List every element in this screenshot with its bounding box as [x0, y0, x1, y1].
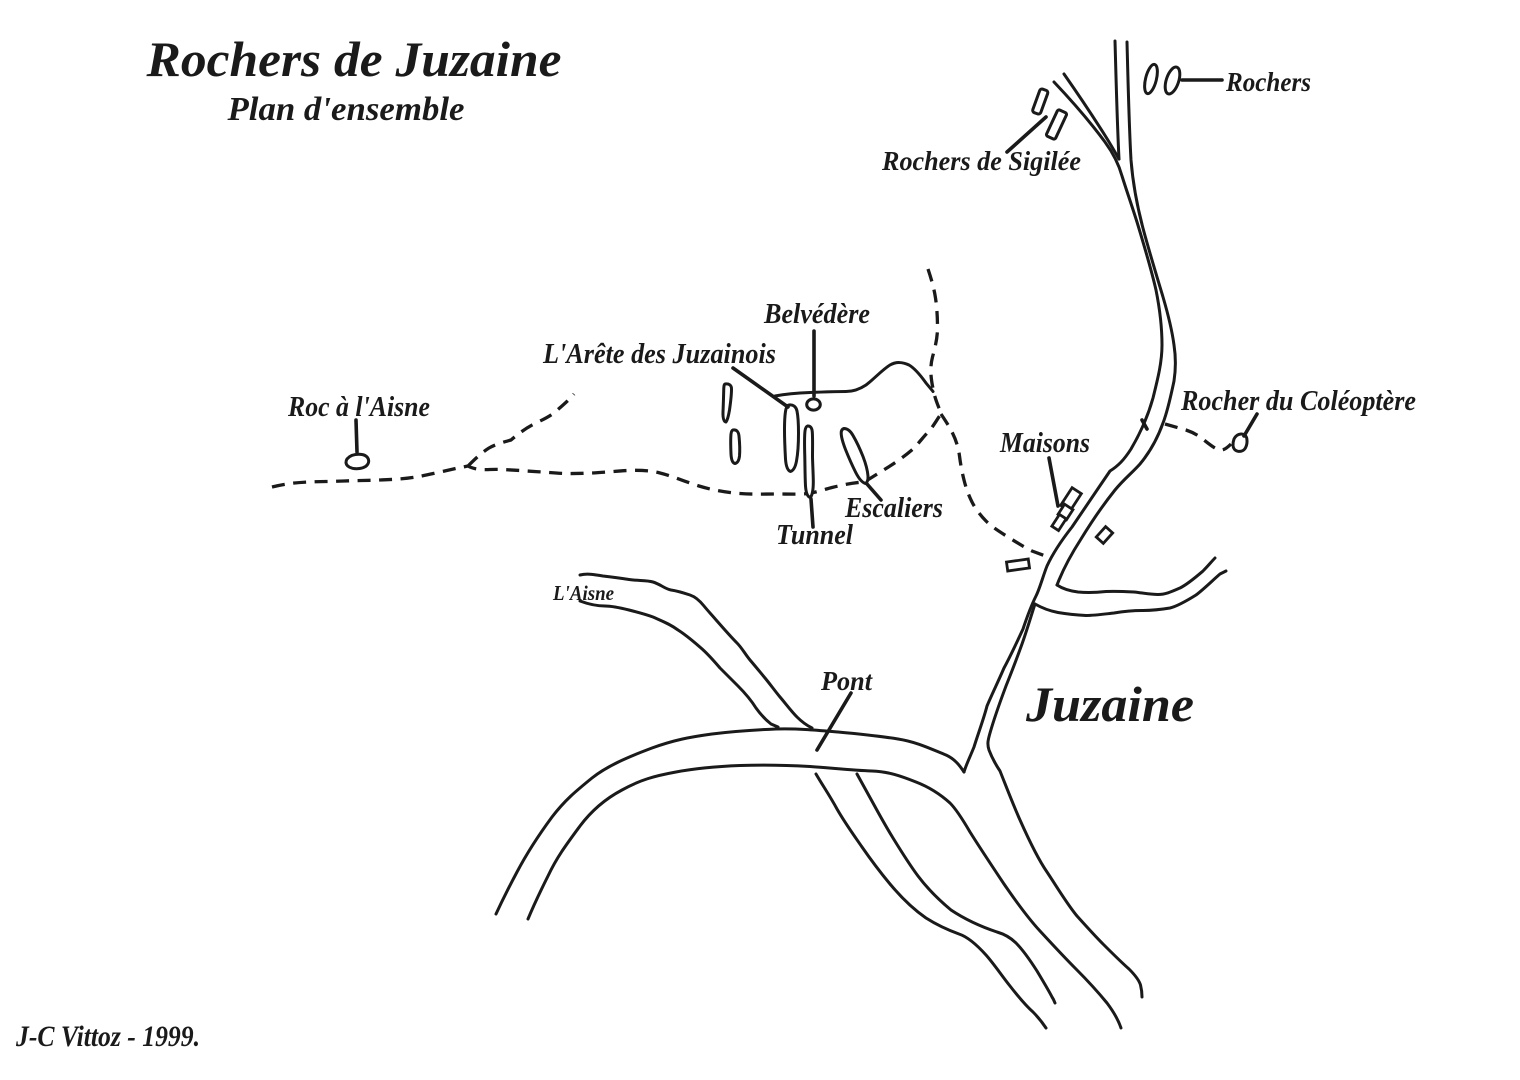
labels: Rochers de Juzaine Plan d'ensemble Roche… [15, 31, 1416, 1053]
label-rochers: Rochers [1225, 67, 1311, 97]
leader-lines [354, 78, 1259, 752]
trail-west-upper-fork [466, 392, 576, 468]
coleoptere-rock [1231, 432, 1249, 453]
house-lone-west [1004, 557, 1032, 573]
sigilee-rock-north [1031, 87, 1050, 116]
roc-a-laisne-rock [344, 452, 371, 471]
escaliers-leader [865, 482, 883, 502]
road-east-branch-upper-edge [1055, 556, 1217, 596]
arete-rock-main [783, 403, 800, 473]
road-main-east-edge-upper [1055, 40, 1177, 587]
trail-to-maisons [939, 413, 1049, 559]
river [578, 572, 1057, 1030]
arete-leader [731, 366, 790, 409]
road-main-west-edge [962, 80, 1164, 774]
road-main-east-edge-lower [986, 602, 1144, 999]
maisons-leader [1047, 456, 1060, 508]
coleoptere-leader [1242, 412, 1259, 438]
river-lower-bank-nw [578, 599, 780, 729]
road-east-branch-lower-edge [1033, 569, 1228, 617]
label-rocher-du-coleoptere: Rocher du Coléoptère [1180, 386, 1416, 417]
label-tunnel: Tunnel [776, 520, 853, 551]
river-east-bank-se [855, 772, 1057, 1005]
river-upper-bank-nw [578, 572, 814, 730]
rocks [344, 62, 1249, 499]
label-belvedere: Belvédère [763, 299, 870, 330]
road-sigilee-branch-upper-edge [1062, 72, 1121, 161]
maisons-house-3 [1049, 512, 1069, 533]
roc-a-laisne-leader [354, 418, 359, 454]
roads [494, 39, 1228, 1030]
arete-rock-1 [721, 382, 733, 424]
map-credit: J-C Vittoz - 1999. [15, 1020, 200, 1053]
sigilee-leader [1005, 115, 1048, 154]
label-arete-des-juzainois: L'Arête des Juzainois [542, 339, 776, 370]
label-rochers-de-sigilee: Rochers de Sigilée [881, 146, 1081, 176]
map-subtitle: Plan d'ensemble [226, 91, 464, 128]
label-escaliers: Escaliers [844, 493, 943, 524]
map-title: Rochers de Juzaine [145, 31, 561, 87]
trail-north-south [926, 268, 943, 414]
houses [1004, 485, 1115, 573]
pont-leader [815, 691, 853, 752]
label-pont: Pont [820, 666, 873, 696]
trails [271, 268, 1233, 559]
road-west-upper-edge [494, 727, 966, 916]
tunnel-rock [803, 424, 815, 499]
house-east-of-road [1094, 524, 1115, 546]
road-west-lower-edge [526, 763, 1123, 1030]
label-roc-a-laisne: Roc à l'Aisne [287, 392, 430, 423]
label-maisons: Maisons [999, 428, 1090, 459]
arete-rock-2 [729, 428, 742, 465]
trail-to-plateau-junction [865, 413, 943, 483]
rochers-rock-east [1163, 65, 1182, 96]
belvedere-plateau-contour [773, 361, 935, 398]
label-laisne-river: L'Aisne [552, 581, 614, 605]
rochers-rock-west [1143, 62, 1159, 96]
trail-west [271, 464, 862, 496]
sigilee-rock-south [1044, 108, 1069, 141]
tunnel-leader [809, 497, 815, 529]
road-edge-tick [1140, 418, 1149, 431]
trail-to-coleoptere [1164, 422, 1233, 452]
river-west-bank-se [814, 772, 1048, 1030]
escaliers-rock [839, 427, 870, 485]
belvedere-rock [805, 397, 822, 412]
label-juzaine-town: Juzaine [1025, 676, 1194, 732]
road-north-top-left-edge [1113, 39, 1121, 161]
